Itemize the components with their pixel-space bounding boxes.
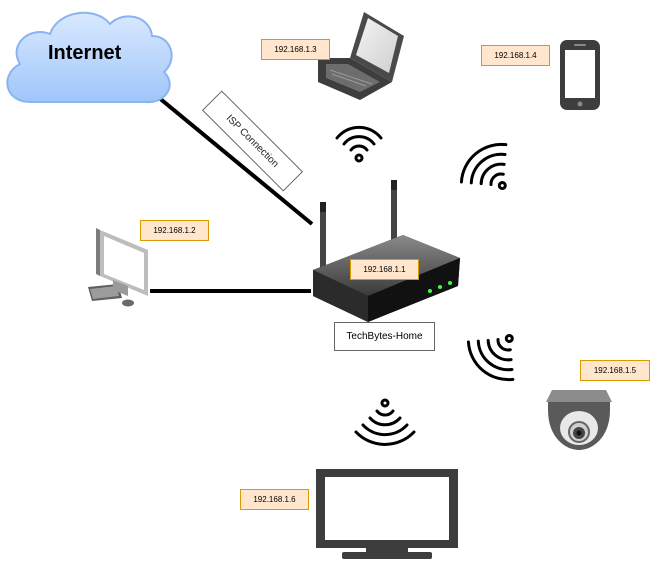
wifi-signal-icon <box>335 125 383 163</box>
wifi-signal-icon <box>354 398 416 446</box>
monitor-tv-icon <box>316 469 458 559</box>
security-camera-icon <box>546 390 612 450</box>
wifi-signal-icon <box>466 333 515 382</box>
isp-connection-line <box>150 90 314 226</box>
cloud-icon <box>6 11 173 104</box>
internet-label: Internet <box>48 42 122 64</box>
tv-ip-label: 192.168.1.6 <box>240 489 309 510</box>
smartphone-icon <box>560 40 600 110</box>
laptop-ip-label: 192.168.1.3 <box>261 39 330 60</box>
router-ssid-label: TechBytes-Home <box>334 322 435 351</box>
desktop-pc-icon <box>88 228 148 307</box>
laptop-icon <box>318 12 404 100</box>
wifi-signal-icon <box>459 142 508 191</box>
phone-ip-label: 192.168.1.4 <box>481 45 550 66</box>
router-ip-label: 192.168.1.1 <box>350 259 419 280</box>
desktop-ip-label: 192.168.1.2 <box>140 220 209 241</box>
camera-ip-label: 192.168.1.5 <box>580 360 650 381</box>
router-icon <box>313 180 460 322</box>
